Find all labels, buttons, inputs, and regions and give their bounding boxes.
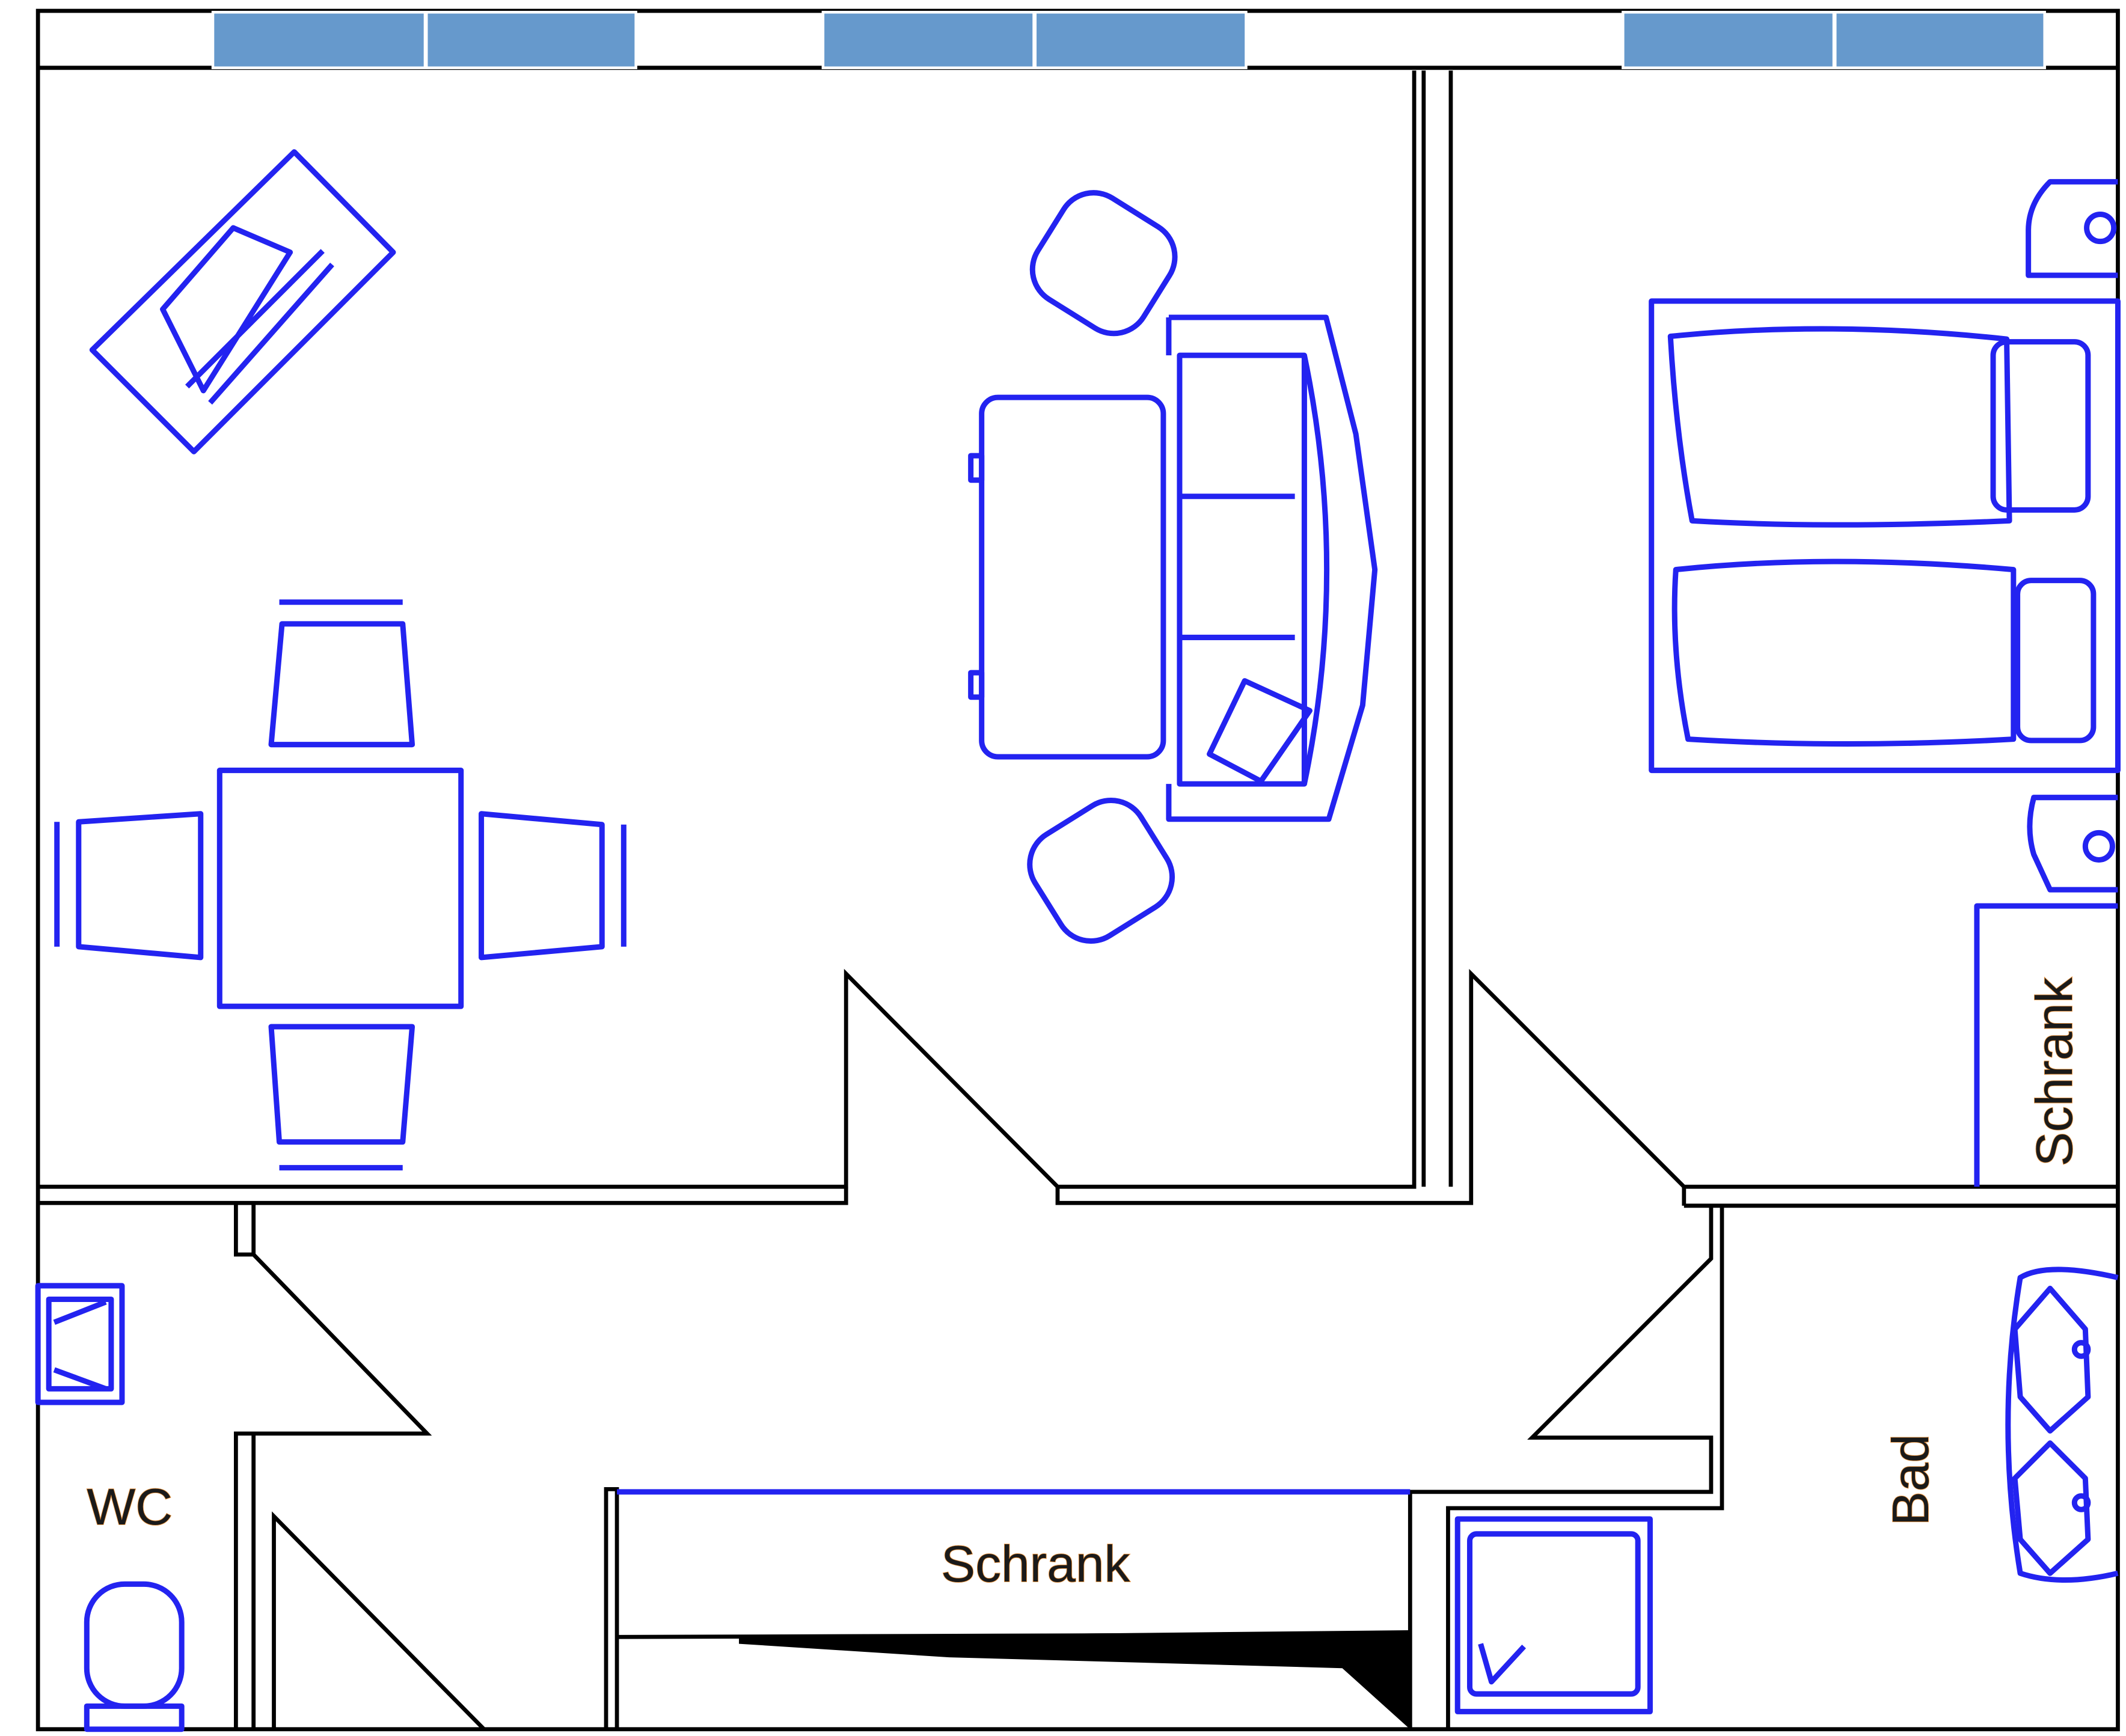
wardrobe-bedroom-label: Schrank [2026,977,2083,1167]
bed [1649,298,2121,774]
windows [211,11,2046,70]
double-sink [2005,1267,2119,1583]
outer-walls [35,8,2120,1732]
nightstands [2026,179,2118,893]
dining-table [54,599,626,1171]
toilet [84,1581,185,1709]
wc-fixtures: WC [35,1283,185,1732]
shower [1454,1516,1653,1714]
desk [89,149,396,454]
bathroom-label: Bad [1882,1434,1940,1526]
wardrobe-hall-label: Schrank [941,1535,1130,1593]
sofa-set [968,190,1378,944]
wc-label: WC [87,1478,173,1536]
bathroom-fixtures: Bad [1454,1267,2119,1714]
bedroom-wardrobe: Schrank [1974,903,2118,1187]
interior-walls [38,70,2118,1731]
